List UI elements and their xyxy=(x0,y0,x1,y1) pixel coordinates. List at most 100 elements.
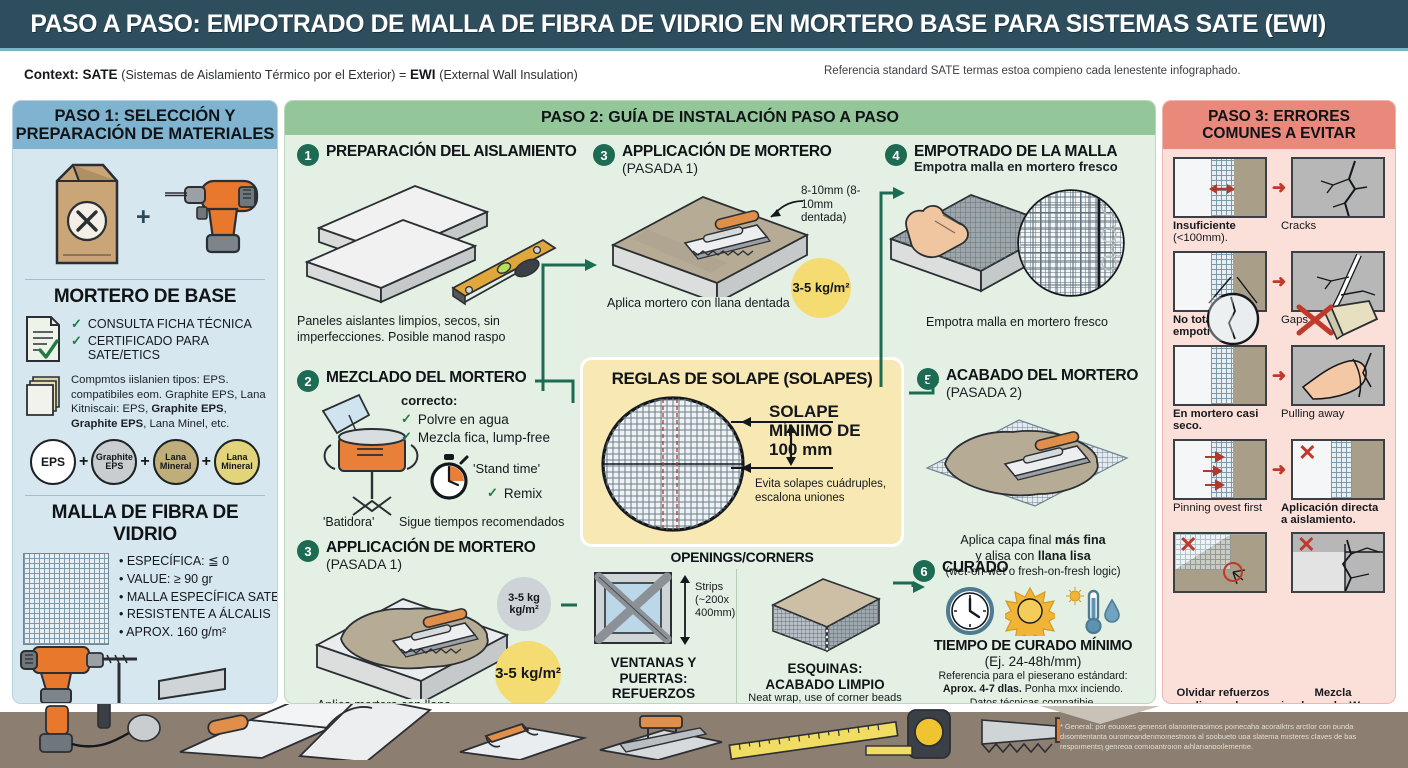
step-2-mixer-label: 'Batidora' xyxy=(323,515,375,529)
mortar-check-0-label: CONSULTA FICHA TÉCNICA xyxy=(87,317,252,331)
panel-step3-header: PASO 3: ERRORES COMUNES A EVITAR xyxy=(1163,101,1395,149)
error-3-arrow-icon: ➜ xyxy=(1271,365,1287,385)
panel-step3: PASO 3: ERRORES COMUNES A EVITAR ➜ xyxy=(1162,100,1396,704)
pinning-arrows-icon xyxy=(1203,450,1226,491)
mesh-bullets: • ESPECÍFICA: ≦ 0 • VALUE: ≥ 90 gr • MAL… xyxy=(119,553,277,645)
pill-plus-1: + xyxy=(78,453,89,471)
error-row-4: ➜ ✕ Pinning ᴏvest first Aplicación direc… xyxy=(1173,438,1385,527)
error-row-1: ➜ Insuficiente (<100mm). Cracks xyxy=(1173,157,1385,245)
mesh-bullet-4: • APROX. 160 g/m² xyxy=(119,625,227,640)
check-icon: ✓ xyxy=(71,316,82,331)
error-row-3-images: ➜ xyxy=(1173,344,1385,406)
step-1-caption: Paneles aislantes limpios, secos, sin im… xyxy=(297,314,506,345)
step-1-block: 1 PREPARACIÓN DEL AISLAMIENTO xyxy=(297,143,587,346)
openings-left-col: Strips (~200x 400mm) VENTANAS Y PUERTAS:… xyxy=(577,569,737,703)
insulation-panels-illustration xyxy=(304,185,557,306)
divider-materials xyxy=(25,279,265,280)
curing-time-heading: TIEMPO DE CURADO MÍNIMO xyxy=(933,638,1133,654)
step-6-head: 6 CURADO xyxy=(913,559,1153,582)
openings-corners-heading: OPENINGS/CORNERS xyxy=(670,549,814,565)
panel-step2-header: PASO 2: GUÍA DE INSTALACIÓN PASO A PASO xyxy=(285,101,1155,135)
footer-white-gap xyxy=(0,704,1408,714)
error-5-left-image: ✕ xyxy=(1173,532,1267,594)
step-3-bottom-rate-badge-small: 3-5 kg kg/m² xyxy=(497,577,551,631)
error-row-5: ✕ ➜ ✕ xyxy=(1173,277,1385,703)
plus-symbol: + xyxy=(136,203,151,231)
error-4-right-image: ✕ xyxy=(1291,438,1385,500)
corner-bead-mesh-icon xyxy=(771,578,881,653)
step-5-caption-bold1: más fina xyxy=(1054,533,1106,548)
panel-step1-title-line1: PASO 1: SELECCIÓN Y xyxy=(54,106,236,125)
overlap-rules-box: REGLAS DE SOLAPE (SOLAPES) xyxy=(580,357,904,547)
check-icon: ✓ xyxy=(487,485,498,500)
mortar-slab-toothed-trowel-illustration xyxy=(610,196,810,297)
step-3-bottom-badge: 3 xyxy=(297,540,319,562)
insulation-note-mid: , xyxy=(223,403,227,416)
mesh-bullet-1: • VALUE: ≥ 90 gr xyxy=(119,571,213,586)
error-row-1-images: ➜ xyxy=(1173,157,1385,218)
step-5-sub: (PASADA 2) xyxy=(946,384,1022,401)
overlap-dimension-arrows xyxy=(731,417,833,473)
panel-step3-title-line2: COMUNES A EVITAR xyxy=(1202,125,1356,142)
pill-eps: EPS xyxy=(29,439,76,486)
error-3-right-image xyxy=(1291,344,1385,406)
mortar-checks-group: ✓ CONSULTA FICHA TÉCNICA ✓ CERTIFICADO P… xyxy=(23,314,267,365)
panel-step1-header: PASO 1: SELECCIÓN Y PREPARACIÓN DE MATER… xyxy=(13,101,277,149)
step-3-bottom-block: 3 APPLICACIÓN DE MORTERO (PASADA 1) xyxy=(297,539,587,703)
crack-detail-magnifier-icon xyxy=(1206,277,1260,346)
panel-step1-body: + MORTERO DE BASE xyxy=(13,149,277,703)
footer-tool-strip xyxy=(0,704,1408,768)
error-1-left-bold: Insuficiente xyxy=(1173,220,1236,232)
overlap-rules-title: REGLAS DE SOLAPE (SOLAPES) xyxy=(611,369,873,388)
openings-left-title2: REFUERZOS DIAGONALES xyxy=(608,686,698,703)
openings-left-title1: VENTANAS Y PUERTAS: xyxy=(610,655,697,686)
step-3-bottom-rate-small-value: 3-5 kg kg/m² xyxy=(508,591,540,616)
mixer-illustration xyxy=(321,393,419,516)
context-term: SATE xyxy=(82,66,118,82)
overlap-label-block: SOLAPE MÍNIMO DE 100 mm xyxy=(769,402,861,459)
step-5-caption-small: (wet-on-wet o fresh-on-fresh logic) xyxy=(945,565,1121,578)
overlap-label-line1: SOLAPE xyxy=(769,402,839,421)
mesh-section-title: MALLA DE FIBRA DE VIDRIO xyxy=(51,502,239,546)
overlap-label-line3: 100 mm xyxy=(769,440,833,460)
divider-mesh xyxy=(25,495,265,497)
error-5-left-x-icon: ✕ xyxy=(1179,532,1198,558)
mesh-embedding-illustration xyxy=(888,189,1125,297)
insulation-types-note: Compmtos iislanien tipos: EPS. compatibi… xyxy=(71,373,267,431)
curing-notes: Referencia para el pieserano estándard: … xyxy=(913,670,1153,703)
panel-step2-body: 1 PREPARACIÓN DEL AISLAMIENTO xyxy=(285,135,1155,703)
error-1-left-label: Insuficiente (<100mm). xyxy=(1173,220,1273,245)
check-icon: ✓ xyxy=(71,333,82,349)
sun-icon xyxy=(1005,586,1055,636)
step-4-caption: Empotra malla en mortero fresco xyxy=(925,314,1108,329)
context-strip: Context: SATE (Sistemas de Aislamiento T… xyxy=(0,51,1408,97)
materials-illustration: + xyxy=(23,155,267,273)
step-1-head: 1 PREPARACIÓN DEL AISLAMIENTO xyxy=(297,143,587,166)
mesh-swatch xyxy=(23,553,109,646)
step-5-title: ACABADO DEL MORTERO xyxy=(946,367,1139,384)
missing-diagonal-crack-icon xyxy=(1223,562,1246,585)
step-1-title: PREPARACIÓN DEL AISLAMIENTO xyxy=(326,143,577,160)
error-5-right-image: ✕ xyxy=(1291,532,1385,594)
context-expansion: (Sistemas de Aislamiento Térmico por el … xyxy=(121,67,407,82)
page-title: PASO A PASO: EMPOTRADO DE MALLA DE FIBRA… xyxy=(30,9,1326,38)
error-row-3: ➜ En mortero casi seco. Pulling away xyxy=(1173,344,1385,433)
context-reference-note: Referencia standard SATE termas estoa co… xyxy=(824,65,1241,77)
overlap-mesh-circle-illustration xyxy=(601,396,745,532)
insulation-types-group: Compmtos iislanien tipos: EPS. compatibi… xyxy=(23,373,267,431)
step-4-sub: Empotra malla en mortero fresco xyxy=(914,159,1118,175)
window-diagonal-reinforcement-icon xyxy=(594,572,672,644)
step-5-block: 5 ACABADO DEL MORTERO (PASADA 2) xyxy=(917,367,1149,580)
step-3-top-title: APPLICACIÓN DE MORTERO xyxy=(622,143,832,160)
step-4-badge: 4 xyxy=(885,144,907,166)
step-5-caption-part1: Aplica capa final xyxy=(960,533,1055,548)
step-5-caption-1: Aplica capa final más fina xyxy=(917,532,1149,548)
pill-lana-mineral-1: Lana Mineral xyxy=(152,439,199,486)
footer-disclaimer: * General: por eouoxes genensıt olanonte… xyxy=(1060,722,1357,751)
step-2-correct-group: correcto: ✓ Polvre en agua ✓ Mezcla fica… xyxy=(401,393,550,448)
curing-note-1: Referencia para el pieserano estándard: xyxy=(938,670,1128,682)
step-2-check-0: ✓ Polvre en agua xyxy=(401,411,550,427)
step-2-check-0-label: Polvre en agua xyxy=(417,412,509,427)
step-2-title: MEZCLADO DEL MORTERO xyxy=(326,369,527,386)
error-4-left-image xyxy=(1173,438,1267,500)
